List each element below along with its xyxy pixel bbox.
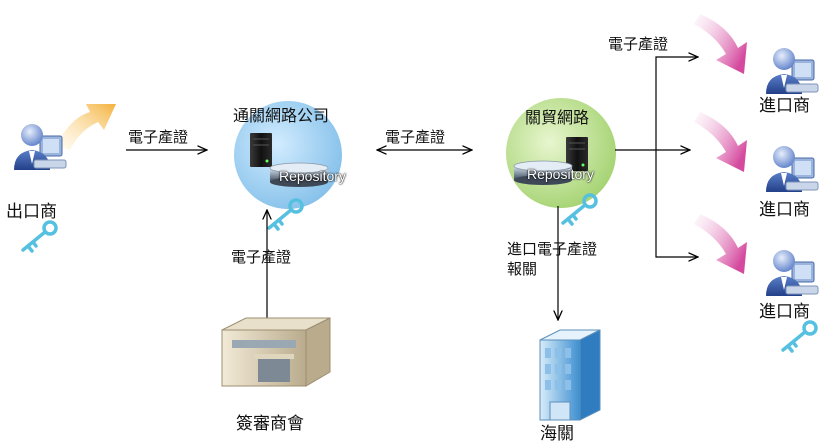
person-computer-icon (13, 123, 67, 171)
flow-label-chamber: 電子產證 (231, 248, 292, 266)
person-computer-icon (765, 47, 819, 95)
key-icon (21, 220, 58, 253)
flow-label-declaration-2: 報關 (507, 260, 538, 278)
server-icon (249, 132, 273, 168)
exporter-group (13, 104, 116, 253)
flow-label-exporter: 電子產證 (128, 128, 189, 146)
customs-label: 海關 (540, 424, 574, 444)
trade-network-repository (506, 98, 616, 208)
curved-arrow-icon (694, 112, 747, 172)
importer-label-2: 進口商 (759, 200, 810, 220)
repository-label-right: Repository (527, 166, 594, 182)
network-company-repository (234, 101, 342, 209)
importer-group-1 (694, 14, 819, 95)
chamber-label: 簽審商會 (236, 414, 304, 434)
flow-label-declaration-1: 進口電子產證 (507, 240, 598, 258)
repository-disk-icon (269, 162, 329, 187)
trade-network-label: 關貿網路 (525, 108, 590, 127)
flow-label-company-trade: 電子產證 (385, 128, 446, 146)
importer-label-1: 進口商 (759, 96, 810, 116)
importer-label-3: 進口商 (759, 302, 810, 322)
person-computer-icon (765, 249, 819, 297)
curved-arrow-icon (694, 14, 747, 74)
repository-label-left: Repository (279, 168, 346, 184)
exporter-label: 出口商 (6, 202, 57, 222)
flow-arrows-importers (615, 57, 698, 257)
flow-label-importers: 電子產證 (608, 35, 669, 53)
key-icon (781, 320, 818, 353)
person-computer-icon (765, 145, 819, 193)
importer-group-2 (694, 112, 819, 193)
repository-disk-icon (513, 160, 573, 185)
curved-arrow-icon (56, 104, 116, 150)
importer-group-3 (694, 214, 819, 353)
curved-arrow-icon (694, 214, 747, 274)
network-company-label: 通關網路公司 (233, 106, 330, 125)
building-icon (221, 317, 331, 387)
office-tower-icon (539, 329, 601, 421)
